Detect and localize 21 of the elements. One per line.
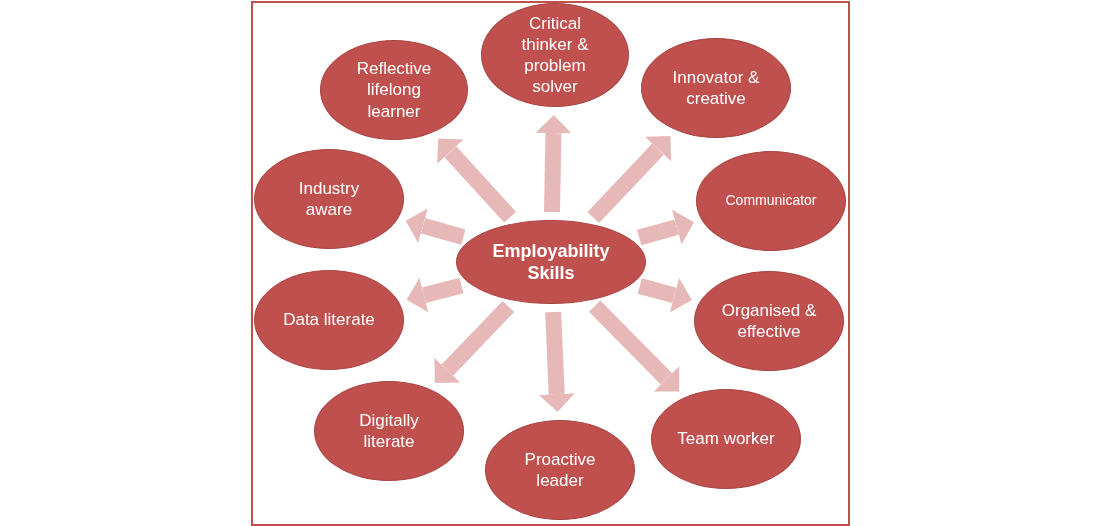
skill-label: Employability Skills [491, 239, 611, 285]
skill-label: Proactive leader [523, 448, 597, 492]
skill-label: Digitally literate [358, 409, 420, 453]
block-arrow [406, 277, 464, 313]
skill-label: Reflective lifelong learner [355, 58, 433, 122]
block-arrow [434, 300, 515, 384]
skill-label: Industry aware [297, 177, 361, 221]
block-arrow [587, 136, 672, 223]
block-arrow [535, 115, 572, 213]
skill-label: Team worker [677, 428, 775, 450]
skill-label: Critical thinker & problem solver [520, 12, 590, 98]
block-arrow [637, 209, 695, 246]
skill-label: Organised & effective [720, 299, 818, 343]
block-arrow [588, 300, 680, 392]
skill-label: Data literate [283, 309, 375, 331]
block-arrow [538, 311, 575, 413]
skill-label: Communicator [725, 192, 817, 210]
block-arrow [637, 278, 692, 313]
skill-label: Innovator & creative [671, 66, 761, 110]
block-arrow [405, 208, 466, 245]
block-arrow [437, 138, 516, 223]
